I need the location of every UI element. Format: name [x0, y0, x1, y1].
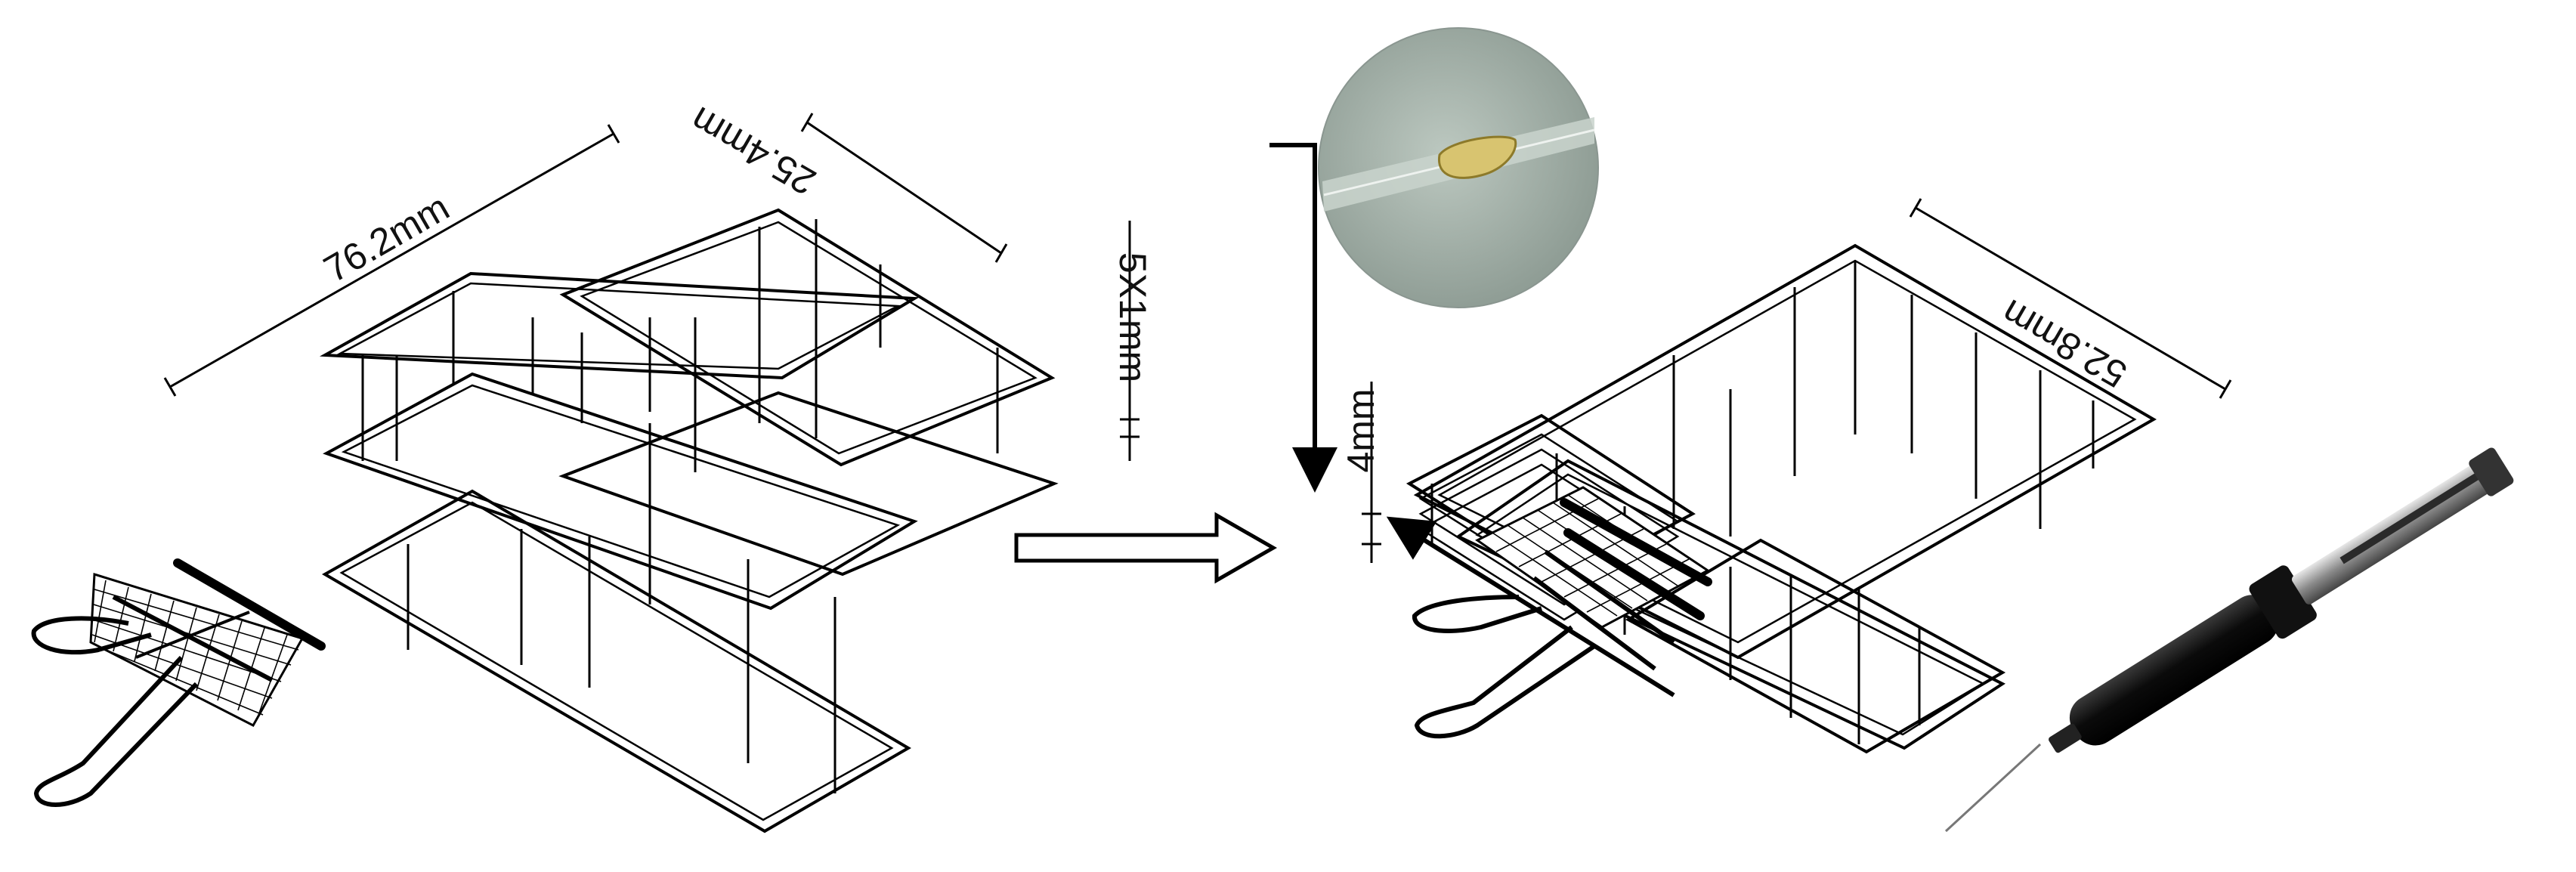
label-stack-height: 5X1mm [1112, 252, 1154, 382]
binder-clip-left [31, 558, 326, 807]
sample-blob [1438, 135, 1517, 179]
label-gap-height: 4mm [1340, 388, 1382, 472]
dimension-assembly-width: 52.8mm [1909, 198, 2232, 399]
binder-clip-right [1412, 486, 1712, 739]
inset-callout-arrow [1269, 143, 1337, 493]
dimension-slide-width: 25.4mm [683, 98, 1008, 263]
dimension-gap-height: 4mm [1340, 382, 1382, 563]
exploded-slide-stack [319, 208, 1059, 833]
dimension-stack-height: 5X1mm [1112, 221, 1154, 461]
label-slide-width: 25.4mm [683, 98, 822, 203]
chamber-pointer-arrow [1386, 516, 1675, 697]
syringe-pen [1944, 447, 2514, 833]
inset-photo [1318, 27, 1599, 308]
process-arrow [1014, 512, 1278, 584]
label-slide-length: 76.2mm [317, 186, 456, 291]
